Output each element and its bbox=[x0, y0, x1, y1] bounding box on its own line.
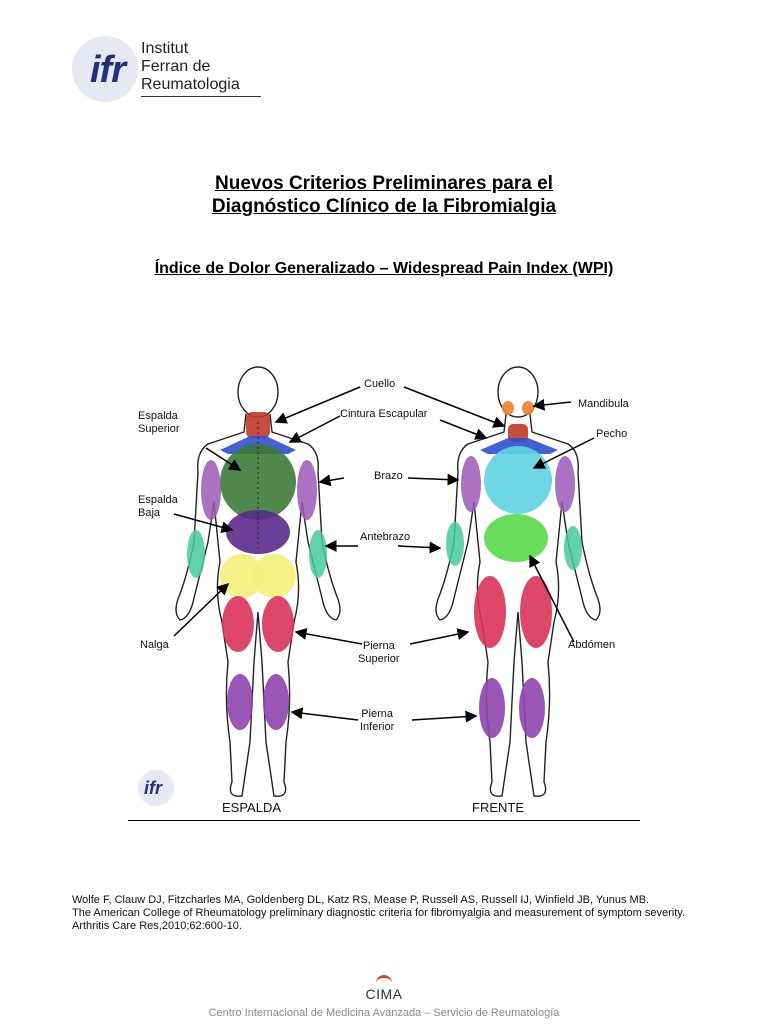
logo-line-2: Ferran de bbox=[141, 58, 211, 75]
left-buttock-region bbox=[220, 554, 264, 598]
front-right-forearm-region bbox=[564, 526, 582, 570]
logo-line-3: Reumatologia bbox=[141, 76, 240, 93]
logo-text: Institut Ferran de Reumatologia bbox=[141, 40, 240, 94]
back-right-arm-region bbox=[297, 460, 317, 520]
front-right-thigh-region bbox=[520, 576, 552, 648]
label-antebrazo: Antebrazo bbox=[360, 531, 411, 543]
chest-region bbox=[484, 446, 552, 514]
back-right-thigh-region bbox=[262, 596, 294, 652]
front-right-leg-region bbox=[519, 678, 545, 738]
label-pierna-superior-1: Pierna bbox=[362, 640, 395, 652]
reference-citation: Wolfe F, Clauw DJ, Fitzcharles MA, Golde… bbox=[72, 894, 702, 933]
label-pierna-inferior-2: Inferior bbox=[360, 721, 395, 733]
label-cuello: Cuello bbox=[364, 378, 396, 390]
page-title: Nuevos Criterios Preliminares para el Di… bbox=[0, 172, 768, 218]
label-espalda-superior-1: Espalda bbox=[138, 410, 178, 422]
reference-title: The American College of Rheumatology pre… bbox=[72, 907, 686, 919]
caption-frente: FRENTE bbox=[472, 800, 524, 815]
back-left-leg-region bbox=[227, 674, 253, 730]
small-ifr-logo: ifr bbox=[138, 770, 174, 806]
back-left-thigh-region bbox=[222, 596, 254, 652]
front-left-arm-region bbox=[461, 456, 481, 512]
small-ifr-mark: ifr bbox=[144, 778, 162, 798]
reference-journal: Arthritis Care Res,2010;62:600-10. bbox=[72, 920, 242, 932]
front-left-jaw-region bbox=[502, 401, 514, 415]
front-right-jaw-region bbox=[522, 401, 534, 415]
front-left-thigh-region bbox=[474, 576, 506, 648]
label-pecho: Pecho bbox=[596, 428, 628, 440]
label-cintura-escapular: Cintura Escapular bbox=[340, 408, 428, 420]
back-figure bbox=[175, 366, 341, 797]
logo-line-1: Institut bbox=[141, 40, 189, 57]
front-left-leg-region bbox=[479, 678, 505, 738]
back-right-leg-region bbox=[263, 674, 289, 730]
pointer-arrows bbox=[173, 386, 595, 723]
label-espalda-superior: Espalda Superior bbox=[138, 410, 180, 436]
cima-logo: CIMA bbox=[0, 975, 768, 1004]
front-neck-region bbox=[508, 424, 528, 442]
label-mandibula: Mandibula bbox=[578, 398, 629, 410]
back-left-arm-region bbox=[201, 460, 221, 520]
back-right-forearm-region bbox=[309, 530, 327, 578]
body-diagram-svg bbox=[173, 366, 601, 797]
front-right-arm-region bbox=[555, 456, 575, 512]
institute-logo: ifr Institut Ferran de Reumatologia bbox=[72, 36, 272, 106]
back-left-forearm-region bbox=[187, 530, 205, 578]
footer-text: Centro Internacional de Medicina Avanzad… bbox=[208, 1007, 560, 1019]
abdomen-region bbox=[484, 514, 548, 562]
label-espalda-superior-2: Superior bbox=[138, 423, 180, 435]
front-shoulder-region bbox=[480, 438, 558, 454]
right-buttock-region bbox=[252, 554, 296, 598]
logo-circle bbox=[72, 36, 138, 102]
label-pierna-inferior-1: Pierna bbox=[361, 708, 394, 720]
front-left-forearm-region bbox=[446, 522, 464, 566]
caption-espalda: ESPALDA bbox=[222, 800, 282, 815]
reference-authors: Wolfe F, Clauw DJ, Fitzcharles MA, Golde… bbox=[72, 894, 650, 906]
label-nalga: Nalga bbox=[140, 639, 169, 651]
cima-text: CIMA bbox=[365, 986, 403, 1002]
cima-accent-mark bbox=[376, 975, 392, 984]
page-subtitle: Índice de Dolor Generalizado – Widesprea… bbox=[154, 260, 614, 277]
title-line-1: Nuevos Criterios Preliminares para el bbox=[215, 173, 553, 194]
logo-underline bbox=[141, 96, 261, 97]
label-pierna-superior-2: Superior bbox=[358, 653, 400, 665]
horizontal-rule bbox=[128, 820, 640, 821]
label-espalda-baja-1: Espalda bbox=[138, 494, 178, 506]
label-abdomen: Abdómen bbox=[568, 639, 616, 651]
label-espalda-baja: Espalda Baja bbox=[138, 494, 178, 520]
back-neck-region bbox=[246, 412, 270, 438]
title-line-2: Diagnóstico Clínico de la Fibromialgia bbox=[211, 196, 557, 217]
label-pierna-superior: Pierna Superior bbox=[358, 640, 400, 666]
logo-mark: ifr bbox=[90, 49, 126, 91]
label-pierna-inferior: Pierna Inferior bbox=[360, 708, 394, 734]
label-brazo: Brazo bbox=[374, 470, 403, 482]
body-diagram: Cuello Cintura Escapular Mandibula Espal… bbox=[128, 362, 640, 822]
label-espalda-baja-2: Baja bbox=[138, 507, 161, 519]
